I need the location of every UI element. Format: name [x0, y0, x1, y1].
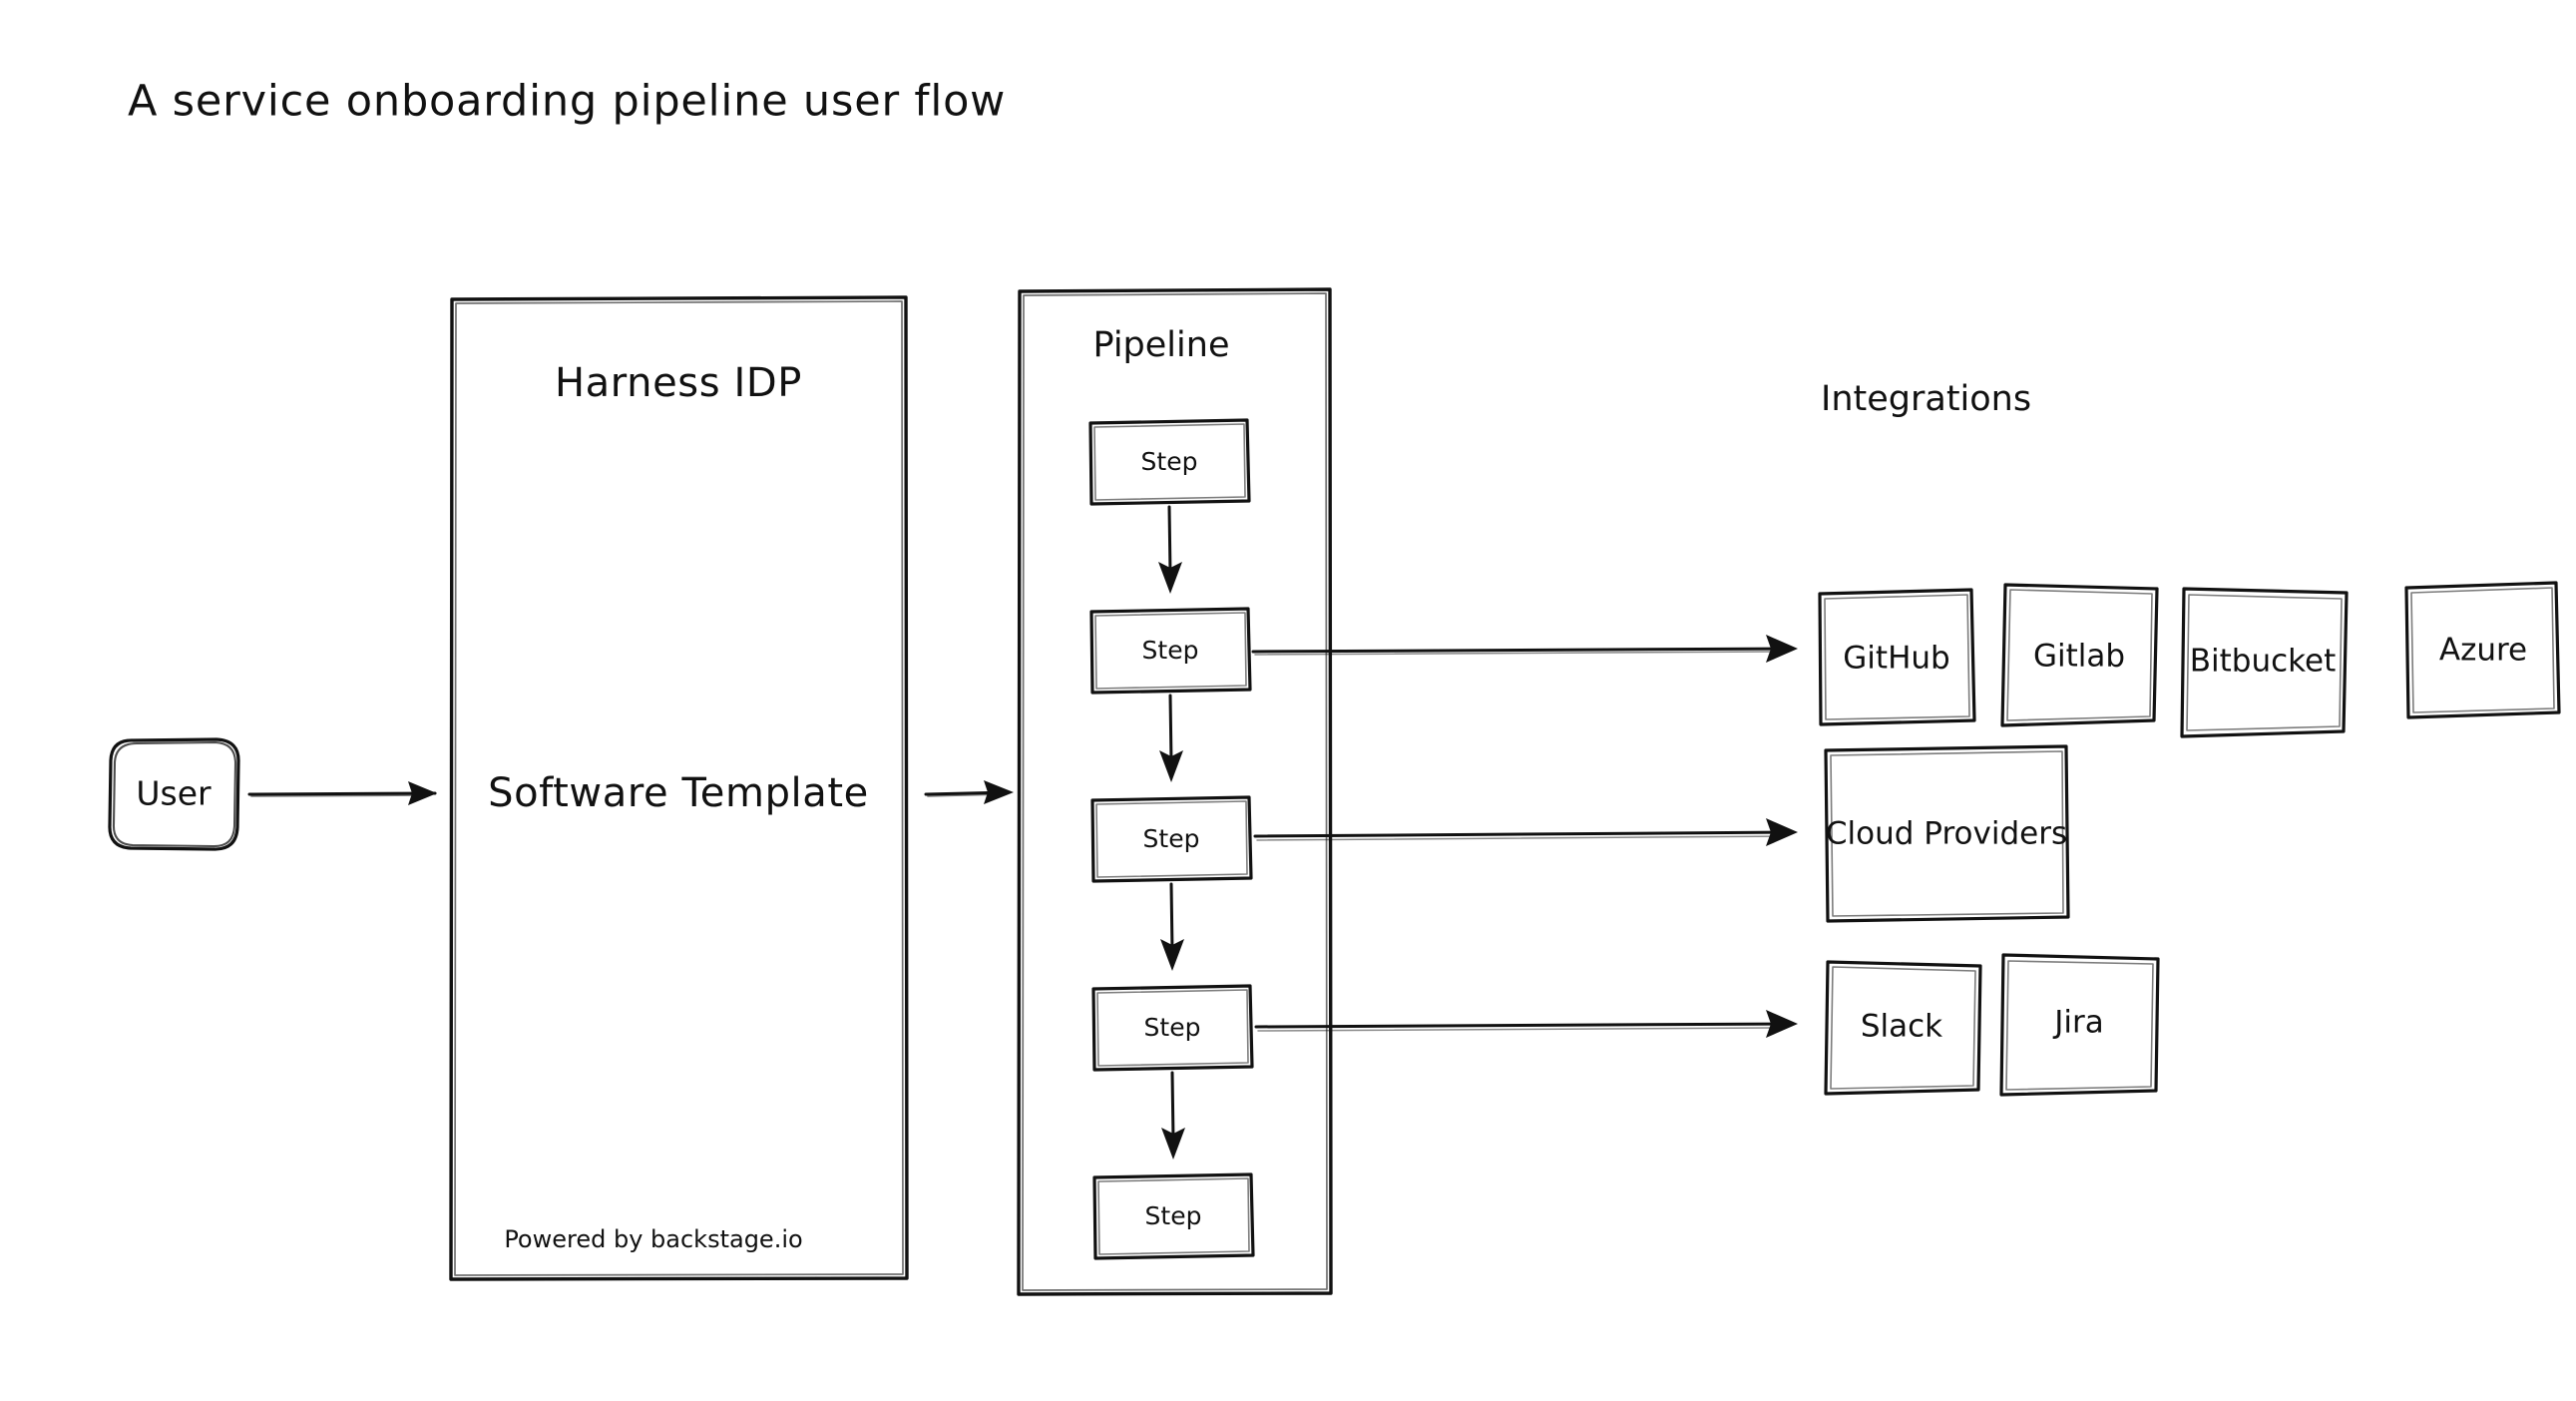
integration-node-bitbucket[interactable]: Bitbucket: [2180, 587, 2349, 738]
pipeline-step-1[interactable]: Step: [1088, 418, 1251, 506]
integrations-label: Integrations: [1821, 379, 2031, 419]
pipeline-step-3[interactable]: Step: [1090, 795, 1253, 883]
integration-label: Azure: [2439, 633, 2527, 669]
harness-idp-label: Harness IDP: [555, 360, 802, 406]
integration-label: Slack: [1861, 1009, 1942, 1045]
connector-step2-to-step3: [1159, 694, 1183, 782]
pipeline-step-5[interactable]: Step: [1092, 1172, 1255, 1260]
integration-label: Bitbucket: [2190, 644, 2336, 680]
connector-step2-to-github: [1251, 635, 1798, 663]
integration-node-cloud-providers[interactable]: Cloud Providers: [1824, 744, 2070, 923]
pipeline-label: Pipeline: [1093, 325, 1230, 365]
integration-label: GitHub: [1843, 641, 1949, 677]
connector-step3-to-step4: [1160, 882, 1184, 971]
pipeline-step-2[interactable]: Step: [1089, 607, 1252, 695]
connector-idp-to-pipeline: [924, 780, 1014, 804]
software-template-label: Software Template: [488, 770, 869, 816]
connector-user-to-idp: [247, 781, 437, 805]
pipeline-step-label: Step: [1145, 1201, 1202, 1230]
integration-node-github[interactable]: GitHub: [1818, 588, 1976, 726]
integration-label: Cloud Providers: [1826, 816, 2067, 852]
integration-label: Jira: [2052, 1005, 2104, 1041]
pipeline-step-label: Step: [1143, 824, 1200, 853]
user-label: User: [136, 774, 212, 813]
page-title: A service onboarding pipeline user flow: [128, 77, 1006, 127]
connector-step4-to-slack: [1254, 1010, 1798, 1038]
connector-step4-to-step5: [1161, 1071, 1185, 1160]
integration-node-gitlab[interactable]: Gitlab: [2000, 583, 2159, 727]
integration-label: Gitlab: [2033, 639, 2125, 675]
node-user[interactable]: User: [108, 737, 240, 851]
connector-step1-to-step2: [1158, 505, 1182, 594]
container-pipeline[interactable]: Pipeline: [1017, 287, 1333, 1296]
pipeline-step-4[interactable]: Step: [1091, 984, 1254, 1072]
integration-node-jira[interactable]: Jira: [1999, 953, 2160, 1097]
pipeline-step-label: Step: [1142, 636, 1199, 665]
backstage-credit-label: Powered by backstage.io: [504, 1225, 802, 1253]
container-harness-idp[interactable]: Harness IDP Software Template Powered by…: [449, 295, 909, 1281]
pipeline-step-label: Step: [1141, 447, 1198, 476]
integration-node-slack[interactable]: Slack: [1824, 960, 1982, 1096]
pipeline-step-label: Step: [1144, 1013, 1201, 1042]
connector-step3-to-cloud-providers: [1253, 818, 1798, 846]
integration-node-azure[interactable]: Azure: [2404, 581, 2561, 719]
